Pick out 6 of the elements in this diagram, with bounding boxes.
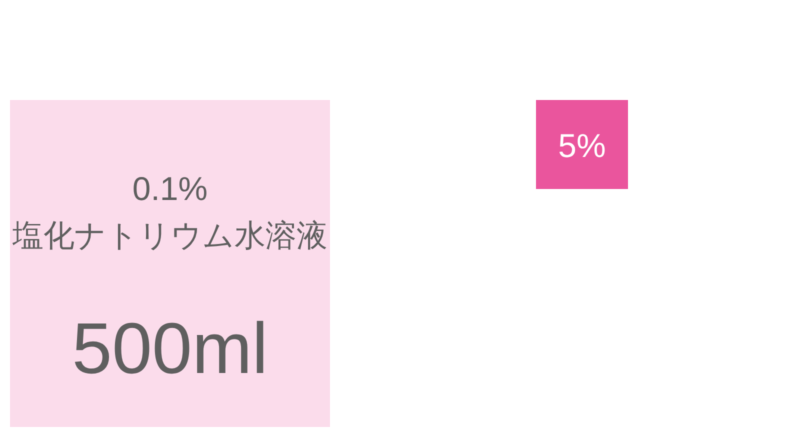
solution-name: 塩化ナトリウム水溶液	[12, 220, 328, 250]
concentration-text: 0.1%	[132, 172, 208, 204]
volume-text: 500ml	[72, 313, 268, 385]
percent-text: 5%	[558, 128, 606, 162]
info-panel	[10, 100, 330, 427]
percent-badge	[536, 100, 628, 189]
